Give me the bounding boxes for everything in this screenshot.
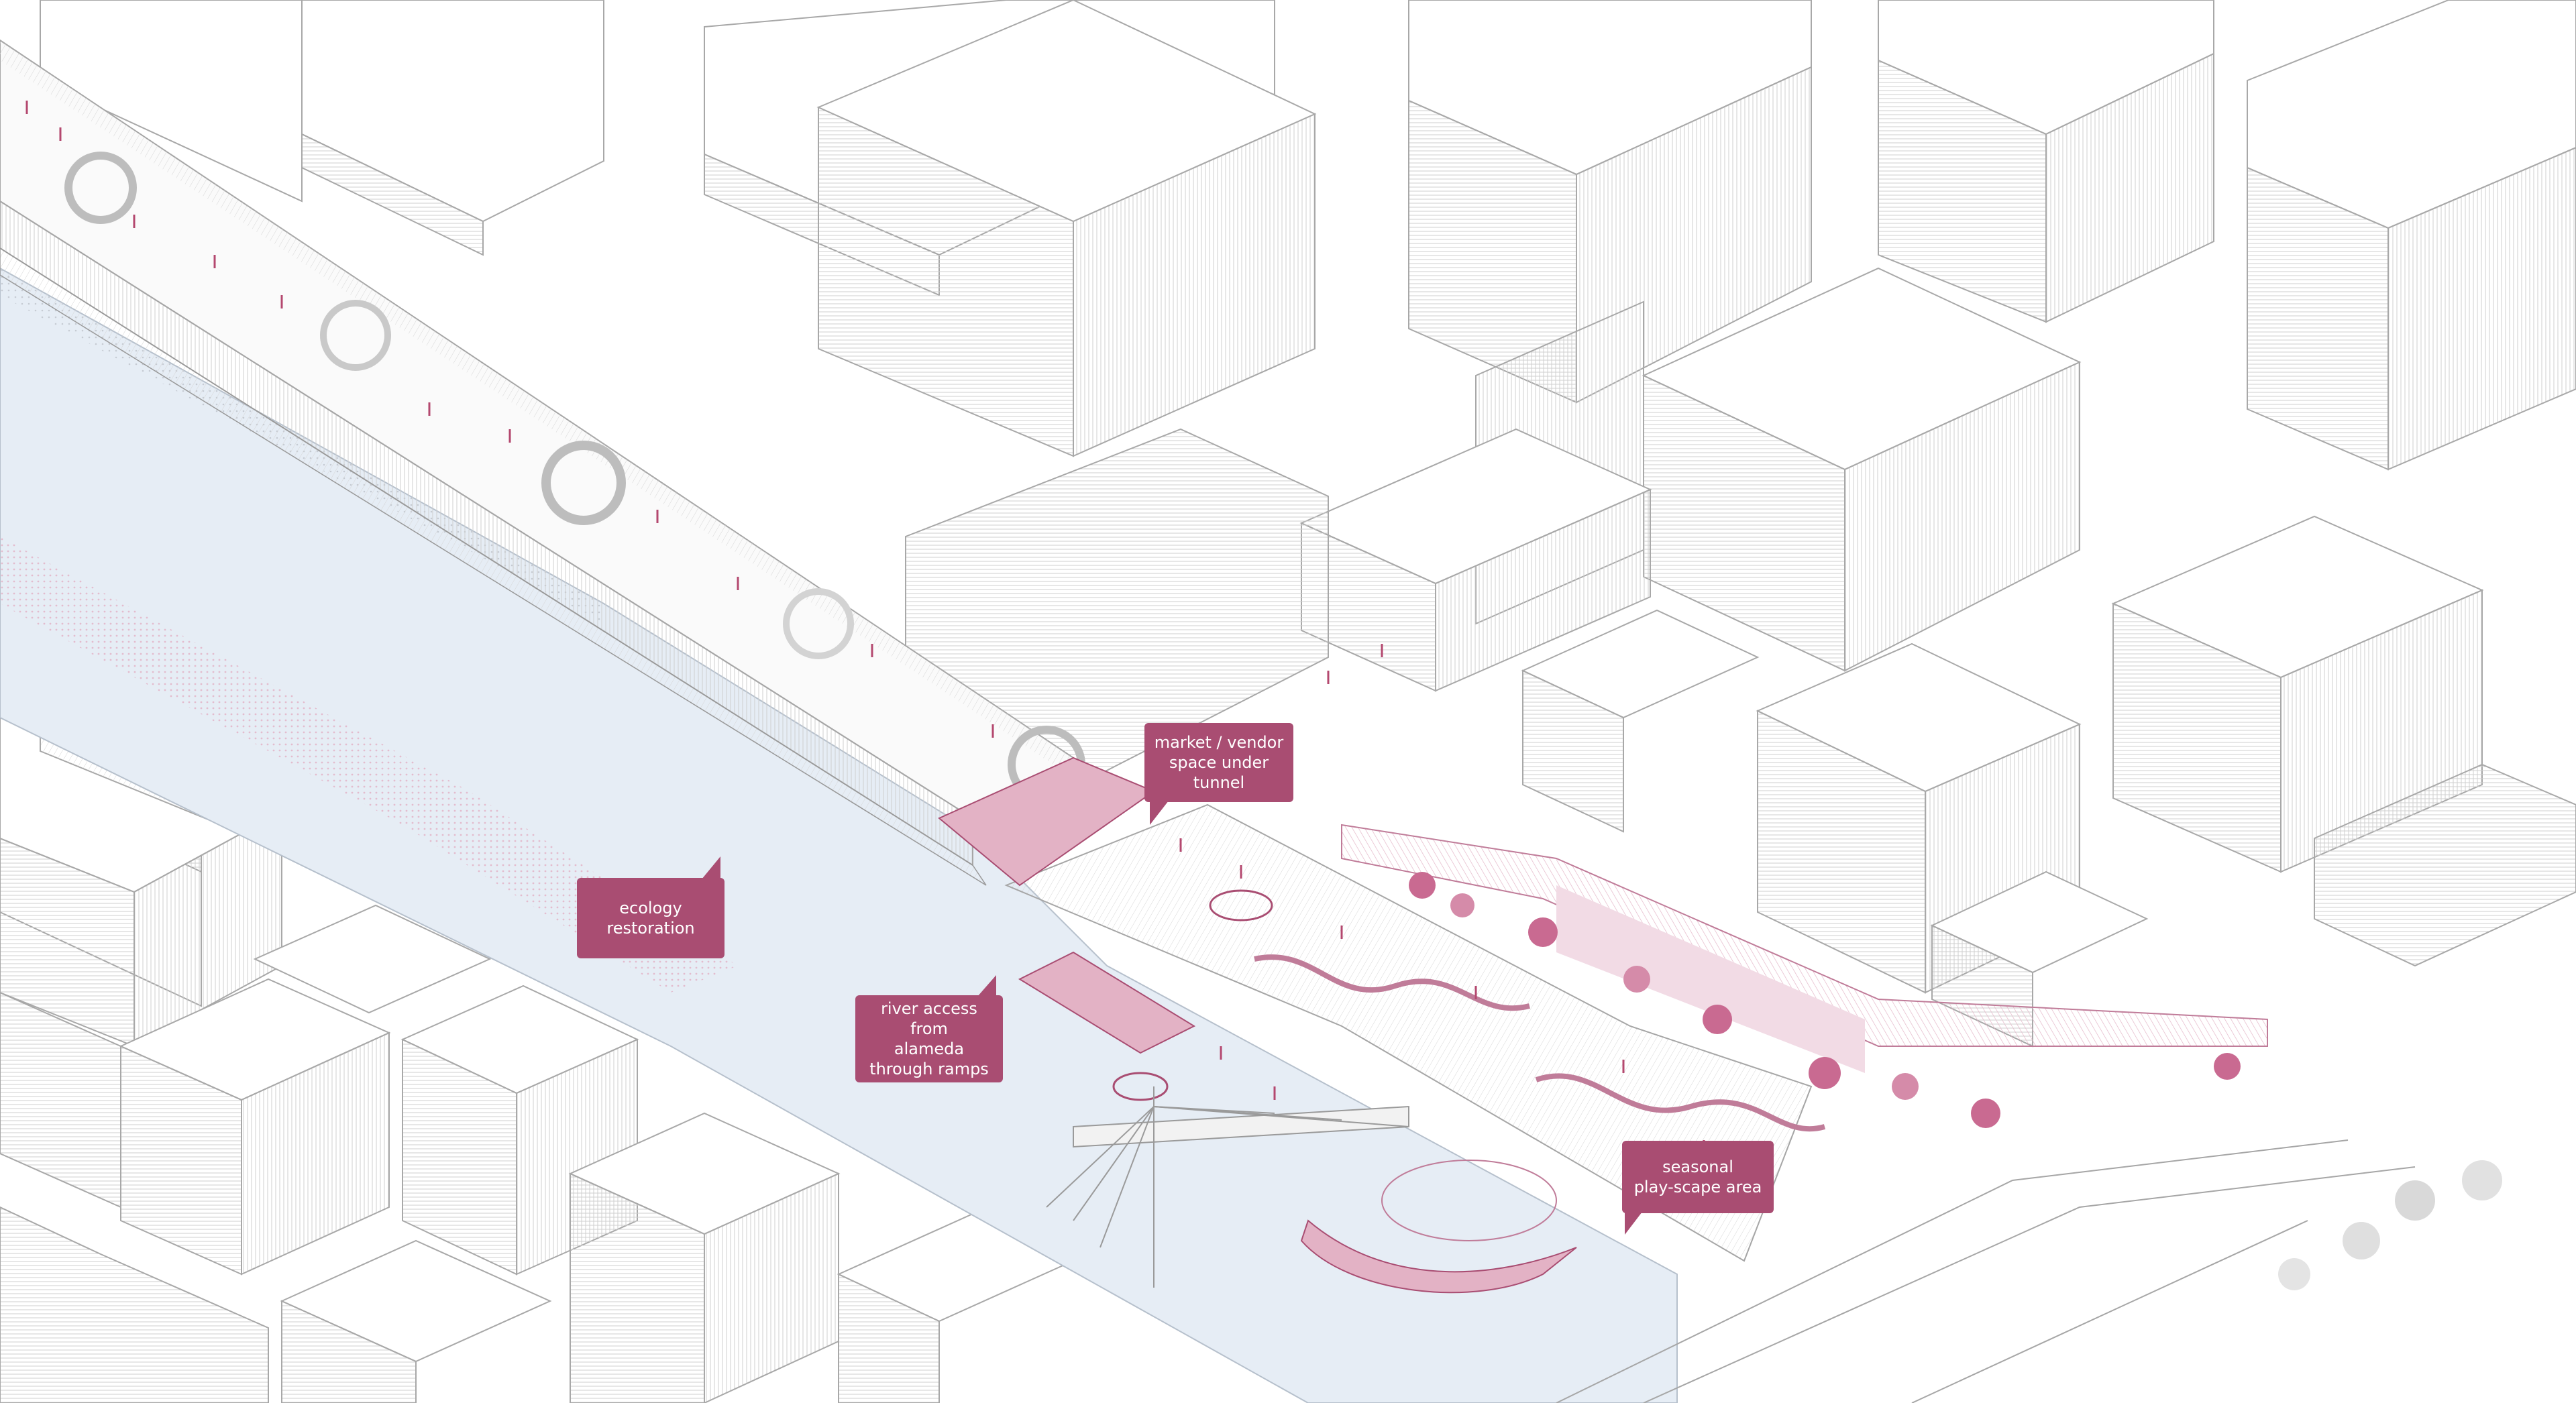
callout-river-access: river access from alameda through ramps <box>855 975 1003 1082</box>
callout-market-text: market / vendor space under tunnel <box>1154 733 1284 792</box>
callout-ecology-restoration: ecology restoration <box>577 856 724 958</box>
city-blocks-northeast <box>301 0 2576 1048</box>
city-blocks-southwest <box>0 589 1075 1403</box>
embankment-wall <box>40 0 1329 806</box>
pedestrian-bridge <box>1046 1086 1409 1288</box>
callout-market-vendor-space: market / vendor space under tunnel <box>1144 723 1293 825</box>
callout-seasonal-play-scape: seasonal play-scape area <box>1622 1141 1774 1235</box>
callout-ecology-text: ecology restoration <box>606 899 695 938</box>
highway <box>1556 1139 2416 1403</box>
callout-river-access-text: river access from alameda through ramps <box>869 999 989 1078</box>
central-plaza <box>938 756 2268 1294</box>
trees <box>1409 872 2502 1290</box>
promenade <box>0 39 1085 886</box>
callout-seasonal-text: seasonal play-scape area <box>1633 1158 1762 1196</box>
